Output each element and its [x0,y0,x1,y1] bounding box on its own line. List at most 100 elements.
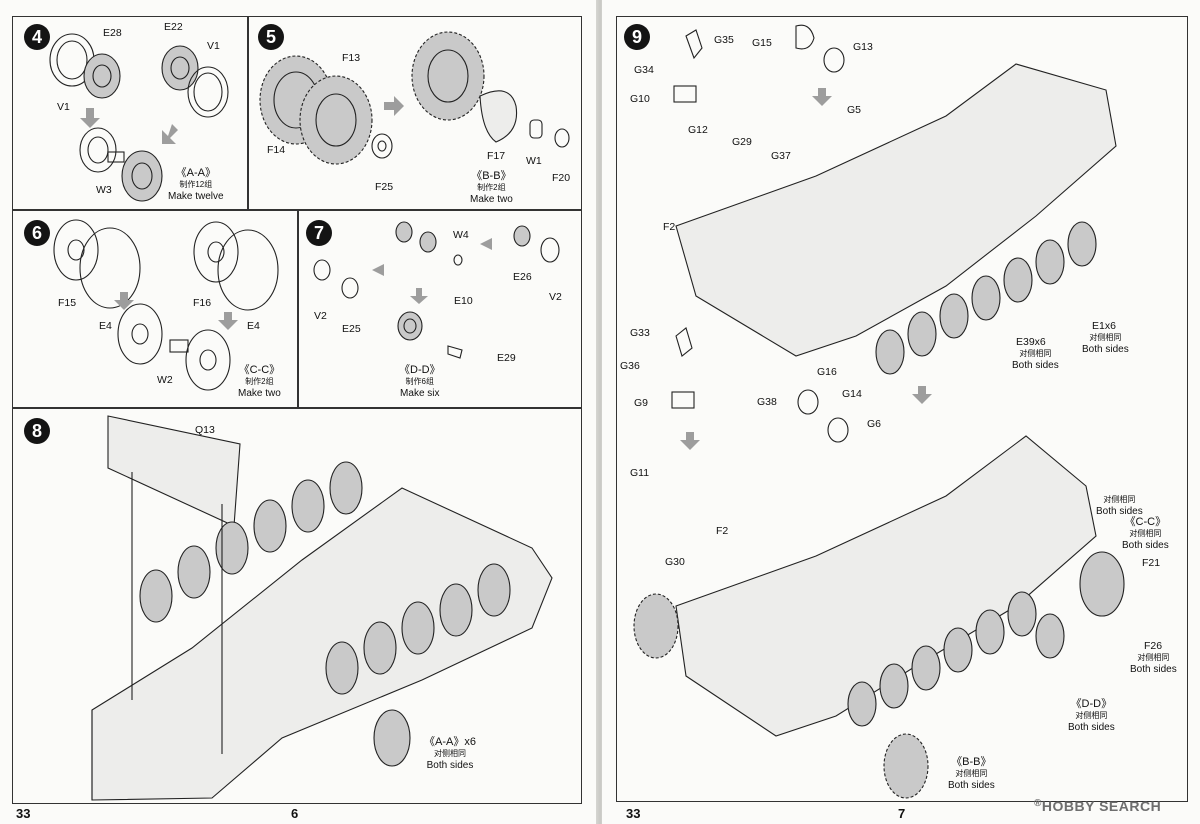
part-label-e10: E10 [454,295,473,307]
side-en: Both sides [426,760,474,771]
part-label-g11: G11 [630,467,650,479]
subassembly-ref: 《C-C》 [238,364,281,376]
part-label-g34: G34 [634,64,654,76]
part-label-g37: G37 [771,150,791,162]
bb-ref-note: 《B-B》 对侧相同 Both sides [948,756,995,792]
lower-road-wheels [633,551,1125,799]
side-cn: 对侧相同 [1019,349,1052,358]
step-8-note: 《A-A》x6 对侧相同 Both sides [424,736,476,772]
e39-side-note: 对侧相同 Both sides [1012,348,1059,372]
part-label-e25: E25 [342,323,361,335]
hobby-search-watermark: ®HOBBY SEARCH [1034,798,1161,814]
quantity-cn: 制作12组 [179,180,213,189]
step-7-drawing [313,221,560,359]
part-label-f21: F21 [1142,557,1161,569]
quantity-en: Make two [238,388,281,399]
part-label-g15: G15 [752,37,772,49]
part-label-f26: F26 [1144,640,1163,652]
step-4-panel [12,16,248,210]
part-label-g10: G10 [630,93,650,105]
part-label-f14: F14 [267,144,286,156]
cc-ref-note: 《C-C》 对侧相同 Both sides [1122,516,1169,552]
quantity-en: Make six [400,388,440,399]
part-label-f2: F2 [663,221,676,233]
step-4-badge: 4 [24,24,50,50]
registered-mark: ® [1034,798,1042,809]
part-label-g12: G12 [688,124,708,136]
f26-side-note: 对侧相同 Both sides [1130,652,1177,676]
side-en: Both sides [1068,722,1115,733]
part-label-e22: E22 [164,21,183,33]
step-6-badge: 6 [24,220,50,246]
side-cn: 对侧相同 [433,749,466,758]
part-label-e39: E39x6 [1016,336,1046,348]
step-9-panel [616,16,1188,802]
part-label-e1: E1x6 [1092,320,1116,332]
part-label-e4: E4 [99,320,112,332]
part-label-g6: G6 [867,418,882,430]
side-en: Both sides [1096,506,1143,517]
book-gutter [596,0,604,824]
part-label-f16: F16 [193,297,212,309]
step-8-drawing [91,415,553,801]
side-cn: 对侧相同 [1129,529,1162,538]
part-label-e26: E26 [513,271,532,283]
subassembly-ref: 《A-A》x6 [424,736,476,748]
subassembly-ref: 《B-B》 [951,756,992,768]
left-page: 4 E28 E22 V1 V1 W3 《A-A》 制作12组 Make twel… [0,0,598,824]
part-label-e4: E4 [247,320,260,332]
subassembly-ref: 《B-B》 [471,170,512,182]
part-label-g16: G16 [817,366,837,378]
page-number: 6 [291,806,299,821]
part-label-v1: V1 [207,40,220,52]
subassembly-ref: 《A-A》 [175,167,216,179]
step-5-badge: 5 [258,24,284,50]
step-6-panel [12,210,298,408]
upper-road-wheels [875,221,1097,375]
part-label-v2: V2 [314,310,327,322]
side-en: Both sides [948,780,995,791]
part-label-f13: F13 [342,52,361,64]
side-cn: 对侧相同 [955,769,988,778]
right-page: 9 G35 G34 G10 G15 G13 G5 G12 [602,0,1200,824]
step-5-panel [248,16,582,210]
part-label-e29: E29 [497,352,516,364]
side-en: Both sides [1082,344,1129,355]
step-4-note: 《A-A》 制作12组 Make twelve [168,167,224,203]
subassembly-ref: 《D-D》 [1070,698,1113,710]
step-8-badge: 8 [24,418,50,444]
part-label-f17: F17 [487,150,506,162]
step-6-note: 《C-C》 制作2组 Make two [238,364,281,400]
part-label-g5: G5 [847,104,862,116]
quantity-cn: 制作6组 [405,377,434,386]
part-label-v1: V1 [57,101,70,113]
part-label-f2: F2 [716,525,729,537]
part-label-f20: F20 [552,172,571,184]
watermark-brand: HOBBY SEARCH [1041,798,1162,814]
e1-side-note: 对侧相同 Both sides [1082,332,1129,356]
part-label-w4: W4 [453,229,469,241]
part-label-q13: Q13 [195,424,215,436]
part-label-g36: G36 [620,360,640,372]
step-4-drawing [49,33,229,202]
part-label-w2: W2 [157,374,173,386]
page-footer-number: 33 [16,806,31,821]
quantity-cn: 制作2组 [477,183,506,192]
step-9-drawing [633,24,1125,799]
page-number: 7 [898,806,906,821]
step-9-badge: 9 [624,24,650,50]
part-label-g29: G29 [732,136,752,148]
page-footer-number: 33 [626,806,641,821]
side-cn: 对侧相同 [1075,711,1108,720]
part-label-w1: W1 [526,155,542,167]
side-cn: 对侧相同 [1089,333,1122,342]
part-label-f15: F15 [58,297,77,309]
side-en: Both sides [1122,540,1169,551]
part-label-f25: F25 [375,181,394,193]
part-label-g35: G35 [714,34,734,46]
road-wheels-upper-row [139,461,363,623]
subassembly-ref: 《C-C》 [1124,516,1167,528]
part-label-v2: V2 [549,291,562,303]
step-7-panel [298,210,582,408]
step-7-badge: 7 [306,220,332,246]
